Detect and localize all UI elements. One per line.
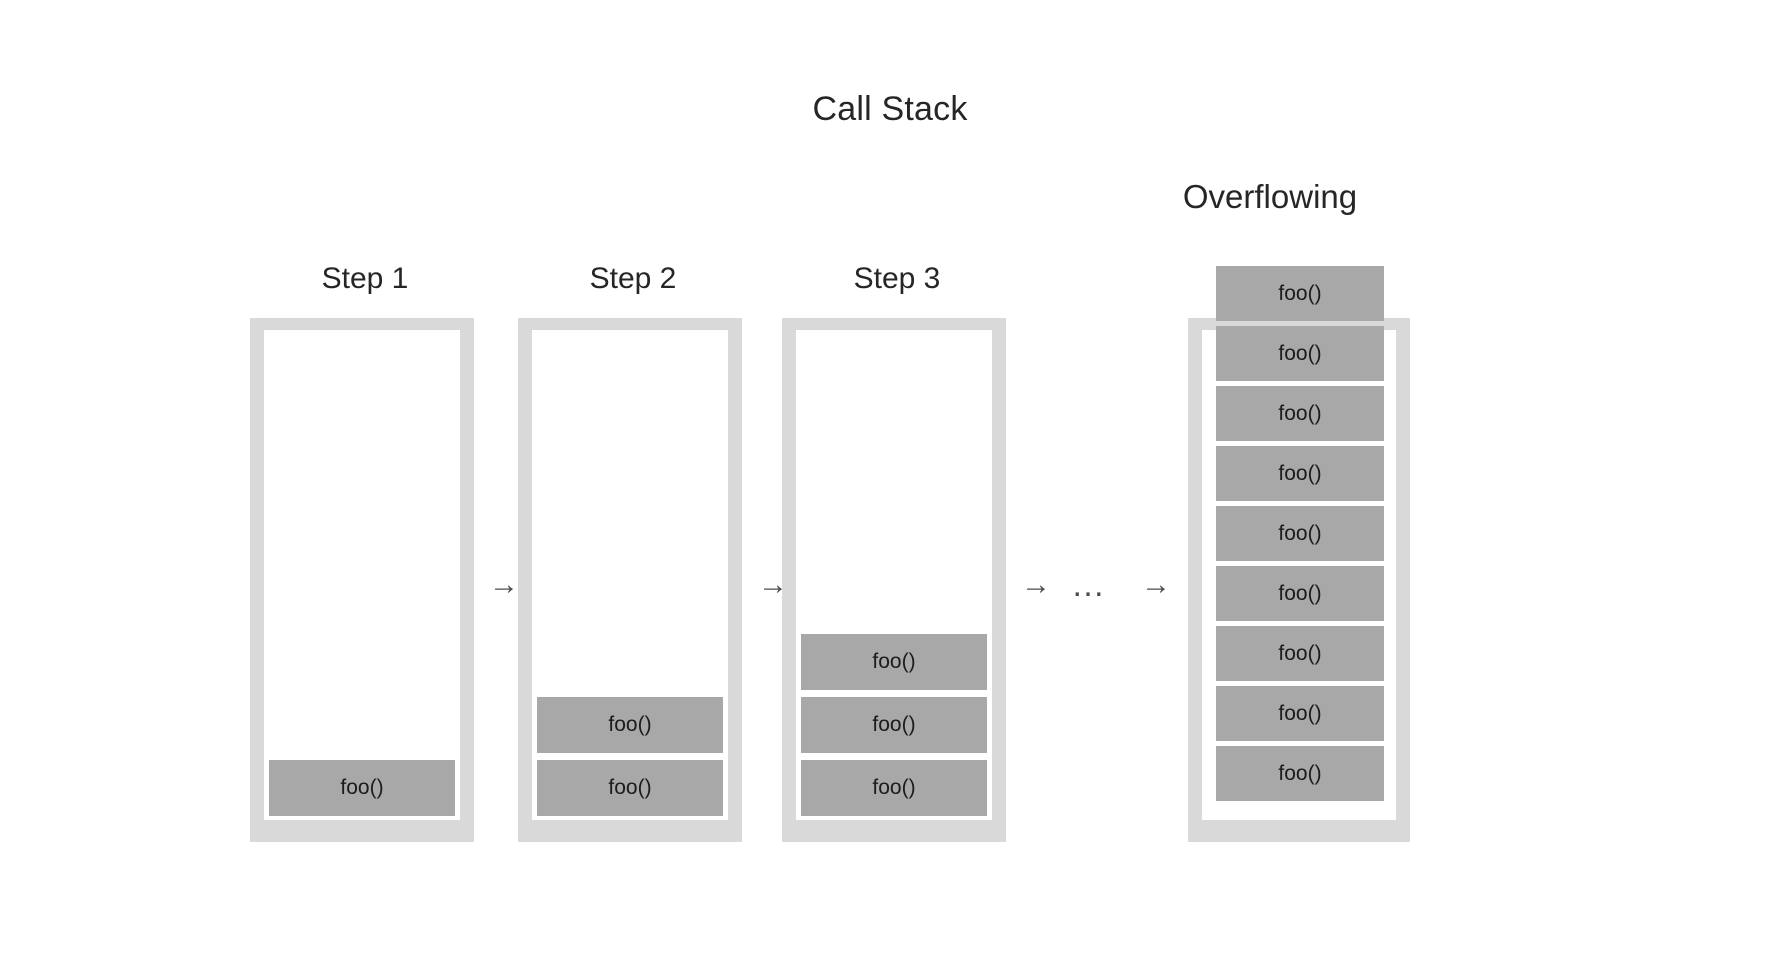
stack-block: foo() [801, 760, 987, 816]
ellipsis-icon: … [1071, 566, 1105, 604]
stack-block: foo() [1216, 386, 1384, 441]
step-label-1: Step 1 [321, 262, 409, 295]
stack-frame-step-2: foo() foo() [518, 318, 742, 842]
step-label-2: Step 2 [589, 262, 677, 295]
stack-block: foo() [1216, 746, 1384, 801]
overflowing-title: Overflowing [1182, 178, 1358, 215]
page-title: Call Stack [812, 90, 968, 128]
stack-block: foo() [1216, 326, 1384, 381]
stack-block: foo() [1216, 626, 1384, 681]
arrow-right-icon: → [1021, 568, 1051, 601]
step-label-3: Step 3 [853, 262, 941, 295]
stack-block: foo() [1216, 506, 1384, 561]
stack-block: foo() [801, 697, 987, 753]
stack-block: foo() [801, 634, 987, 690]
stack-block: foo() [537, 760, 723, 816]
stack-inner-step-1: foo() [264, 330, 460, 820]
arrow-right-icon: → [489, 568, 519, 601]
stack-inner-step-3: foo() foo() foo() [796, 330, 992, 820]
arrow-right-icon: → [1141, 568, 1171, 601]
stack-frame-step-1: foo() [250, 318, 474, 842]
stack-block: foo() [537, 697, 723, 753]
stack-frame-step-3: foo() foo() foo() [782, 318, 1006, 842]
stack-block: foo() [269, 760, 455, 816]
stack-block: foo() [1216, 566, 1384, 621]
stack-block: foo() [1216, 446, 1384, 501]
stack-inner-step-2: foo() foo() [532, 330, 728, 820]
overflow-block-list: foo() foo() foo() foo() foo() foo() foo(… [1216, 266, 1384, 801]
stack-block: foo() [1216, 686, 1384, 741]
stack-block: foo() [1216, 266, 1384, 321]
